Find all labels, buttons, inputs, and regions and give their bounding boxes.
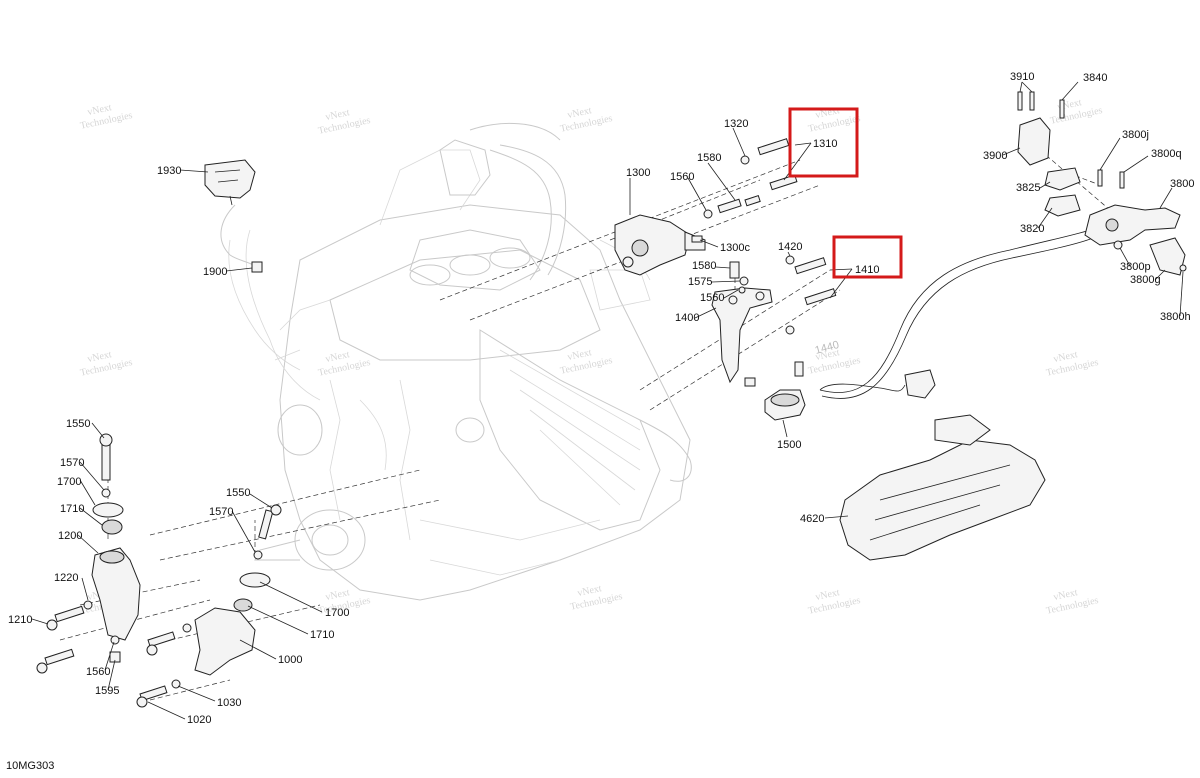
callout-1550-left[interactable]: 1550 (66, 418, 90, 430)
svg-text:vNext: vNext (814, 347, 840, 363)
callout-4620[interactable]: 4620 (800, 513, 824, 525)
highlight-box-1410 (832, 235, 903, 279)
callout-1560-upper[interactable]: 1560 (670, 171, 694, 183)
callout-3910[interactable]: 3910 (1010, 71, 1034, 83)
callout-1030[interactable]: 1030 (217, 697, 241, 709)
callout-3900[interactable]: 3900 (983, 150, 1007, 162)
callout-1210[interactable]: 1210 (8, 614, 32, 626)
callout-1000[interactable]: 1000 (278, 654, 302, 666)
callout-3800p[interactable]: 3800p (1120, 261, 1151, 273)
callout-1560-mid[interactable]: 1560 (700, 292, 724, 304)
svg-text:vNext: vNext (86, 102, 112, 118)
callout-3840[interactable]: 3840 (1083, 72, 1107, 84)
watermark: vNext Technologies (569, 583, 623, 613)
watermark: vNext Technologies (79, 349, 133, 379)
callout-1900[interactable]: 1900 (203, 266, 227, 278)
svg-text:vNext: vNext (814, 587, 840, 603)
callout-3800j[interactable]: 3800j (1122, 129, 1149, 141)
callout-3800q[interactable]: 3800q (1151, 148, 1182, 160)
engine-block (228, 122, 692, 601)
watermark: vNext Technologies (317, 349, 371, 379)
part-3800-shifter (1017, 91, 1187, 276)
callout-1400[interactable]: 1400 (675, 312, 699, 324)
part-4620-heat-shield (839, 414, 1046, 561)
callout-1575[interactable]: 1575 (688, 276, 712, 288)
callout-3800g[interactable]: 3800g (1130, 274, 1161, 286)
part-1300-bracket (614, 214, 706, 276)
watermark: vNext Technologies (807, 105, 861, 135)
callout-1710-right[interactable]: 1710 (310, 629, 334, 641)
callout-1570-left[interactable]: 1570 (60, 457, 84, 469)
callout-3825[interactable]: 3825 (1016, 182, 1040, 194)
svg-text:vNext: vNext (1052, 349, 1078, 365)
callout-1595[interactable]: 1595 (95, 685, 119, 697)
cable-3800 (819, 229, 1094, 399)
part-1000-bracket (194, 504, 282, 676)
callout-1930[interactable]: 1930 (157, 165, 181, 177)
highlight-boxes (788, 107, 903, 279)
callout-1500[interactable]: 1500 (777, 439, 801, 451)
fasteners-1000 (136, 623, 192, 708)
svg-text:vNext: vNext (576, 583, 602, 599)
watermark: vNext Technologies (559, 105, 613, 135)
callout-1410[interactable]: 1410 (855, 264, 879, 276)
callout-1310[interactable]: 1310 (813, 138, 837, 150)
watermark: vNext Technologies (1045, 587, 1099, 617)
diagram-code: 10MG303 (6, 760, 54, 772)
callout-3800[interactable]: 3800 (1170, 178, 1194, 190)
callout-1300[interactable]: 1300 (626, 167, 650, 179)
callouts: 1930 1900 1300 1320 1310 1580 1560 1300c… (8, 71, 1194, 726)
callout-1220[interactable]: 1220 (54, 572, 78, 584)
part-1500-mount (744, 361, 806, 421)
svg-text:vNext: vNext (324, 349, 350, 365)
svg-text:vNext: vNext (566, 105, 592, 121)
part-1200-bracket (91, 433, 141, 641)
callout-1550-right[interactable]: 1550 (226, 487, 250, 499)
part-1930 (204, 159, 256, 206)
callout-1700-left[interactable]: 1700 (57, 476, 81, 488)
callout-1420[interactable]: 1420 (778, 241, 802, 253)
svg-text:vNext: vNext (324, 587, 350, 603)
callout-1570-right[interactable]: 1570 (209, 506, 233, 518)
callout-1320[interactable]: 1320 (724, 118, 748, 130)
callout-1560-lower[interactable]: 1560 (86, 666, 110, 678)
svg-text:vNext: vNext (86, 349, 112, 365)
watermark: vNext Technologies (1045, 349, 1099, 379)
fasteners-1300 (691, 138, 798, 243)
part-1400-bracket (711, 287, 773, 384)
svg-text:vNext: vNext (324, 107, 350, 123)
watermark: vNext Technologies (807, 587, 861, 617)
watermark: vNext Technologies (317, 107, 371, 137)
callout-1200[interactable]: 1200 (58, 530, 82, 542)
highlight-box-1310 (788, 107, 859, 178)
fasteners-1200 (36, 600, 121, 674)
watermark: vNext Technologies (1049, 97, 1103, 127)
callout-3800h[interactable]: 3800h (1160, 311, 1191, 323)
callout-1300c[interactable]: 1300c (720, 242, 750, 254)
callout-1580-upper[interactable]: 1580 (697, 152, 721, 164)
callout-1020[interactable]: 1020 (187, 714, 211, 726)
part-1900-harness (220, 204, 263, 273)
callout-1700-right[interactable]: 1700 (325, 607, 349, 619)
callout-1710-left[interactable]: 1710 (60, 503, 84, 515)
callout-3820[interactable]: 3820 (1020, 223, 1044, 235)
watermark: vNext Technologies (559, 347, 613, 377)
svg-text:vNext: vNext (566, 347, 592, 363)
callout-1580-mid[interactable]: 1580 (692, 260, 716, 272)
svg-text:vNext: vNext (1052, 587, 1078, 603)
watermark: vNext Technologies (79, 102, 133, 132)
